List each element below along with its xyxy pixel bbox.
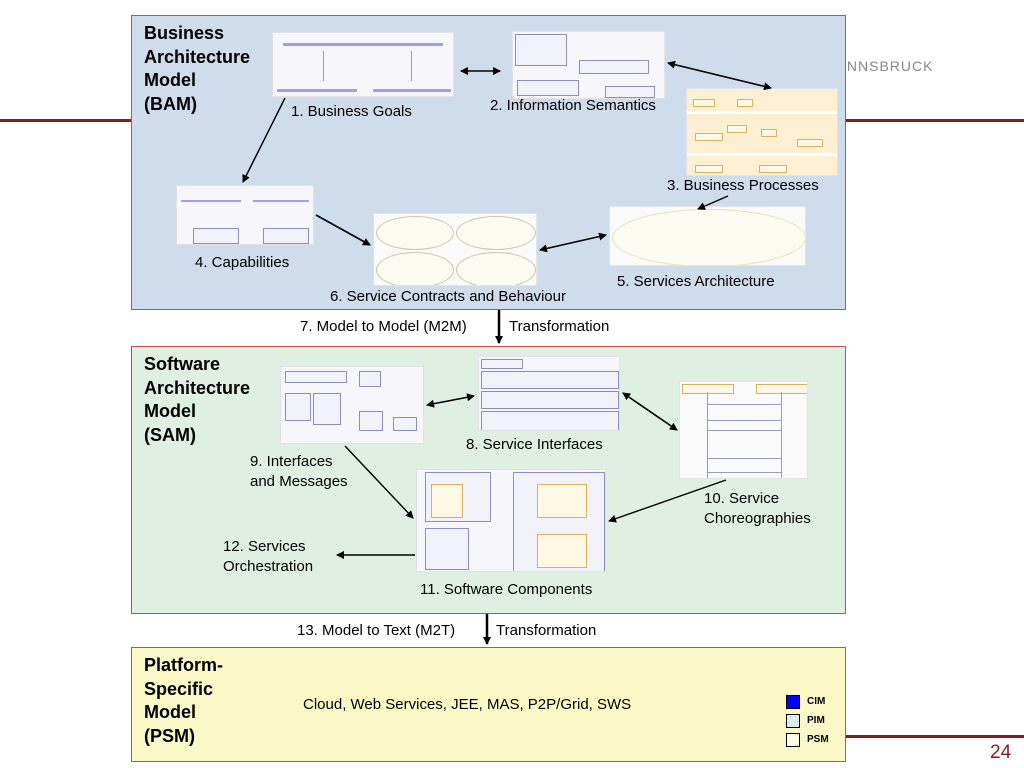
platform-list: Cloud, Web Services, JEE, MAS, P2P/Grid,…: [303, 696, 632, 713]
connector: [323, 51, 324, 81]
service-choreographies-diagram: [679, 381, 808, 479]
label-service-contracts: 6. Service Contracts and Behaviour: [330, 288, 566, 305]
m2m-transformation-label: Transformation: [509, 318, 610, 335]
service-contracts-diagram: [373, 213, 537, 286]
lifeline-head: [756, 384, 807, 394]
activity: [797, 139, 823, 147]
business-goals-diagram: [272, 32, 454, 97]
services-architecture-diagram: [609, 206, 806, 266]
goal-text: [277, 89, 357, 92]
lifeline: [781, 392, 782, 478]
lifeline: [707, 392, 708, 478]
m2t-label: 13. Model to Text (M2T): [297, 622, 456, 639]
class-box: [313, 393, 341, 425]
message: [707, 404, 781, 405]
activity: [727, 125, 747, 133]
goal-text: [373, 89, 451, 92]
class-box: [359, 411, 383, 431]
lifeline-head: [682, 384, 734, 394]
component-port: [431, 484, 463, 518]
interface-box: [481, 411, 619, 430]
lane-divider: [687, 111, 837, 114]
label-service-interfaces: 8. Service Interfaces: [466, 436, 603, 453]
contract-ellipse: [376, 216, 454, 250]
connector: [411, 51, 412, 81]
contract-ellipse: [456, 252, 536, 285]
component-port: [537, 534, 587, 568]
legend-label: PSM: [807, 734, 829, 745]
goal-text: [283, 43, 443, 46]
bam-title: Business Architecture Model (BAM): [144, 23, 251, 114]
software-components-diagram: [416, 469, 606, 572]
psm-title: Platform- Specific Model (PSM): [144, 655, 224, 746]
m2m-label: 7. Model to Model (M2M): [300, 318, 467, 335]
legend-label: PIM: [807, 715, 825, 726]
label-services-orchestration: 12. Services Orchestration: [223, 538, 314, 575]
activity: [759, 165, 787, 173]
footer-rule: [846, 735, 1024, 738]
legend-swatch-pim: [786, 713, 800, 728]
business-processes-diagram: [686, 88, 838, 176]
psm-panel: Platform- Specific Model (PSM): [131, 647, 846, 762]
label-service-choreographies: 10. Service Choreographies: [704, 490, 811, 527]
interfaces-messages-diagram: [280, 366, 424, 444]
legend-item-cim: CIM: [786, 692, 829, 711]
capability-box: [263, 228, 309, 244]
label-information-semantics: 2. Information Semantics: [490, 97, 656, 114]
class-box: [359, 371, 381, 387]
interface-box: [481, 359, 523, 369]
message: [707, 420, 781, 421]
capabilities-diagram: [176, 185, 314, 245]
legend-label: CIM: [807, 696, 826, 707]
goal-text: [181, 200, 241, 202]
activity: [693, 99, 715, 107]
legend: CIM PIM PSM: [786, 692, 829, 749]
service-interfaces-diagram: [478, 356, 620, 431]
legend-swatch-cim: [786, 694, 800, 709]
component-port: [537, 484, 587, 518]
contract-ellipse: [456, 216, 536, 250]
legend-item-pim: PIM: [786, 711, 829, 730]
interface-box: [481, 391, 619, 409]
activity: [695, 133, 723, 141]
class-box: [517, 80, 579, 96]
university-logo-text: INNSBRUCK: [842, 58, 934, 74]
component-box: [425, 528, 469, 570]
message: [707, 430, 781, 431]
information-semantics-diagram: [512, 31, 665, 99]
label-services-architecture: 5. Services Architecture: [617, 273, 775, 290]
goal-text: [253, 200, 309, 202]
activity: [761, 129, 777, 137]
message: [707, 458, 781, 459]
label-capabilities: 4. Capabilities: [195, 254, 290, 271]
class-box: [393, 417, 417, 431]
label-business-processes: 3. Business Processes: [667, 177, 819, 194]
page-number: 24: [990, 742, 1012, 763]
lane-divider: [687, 153, 837, 156]
message: [707, 472, 781, 473]
class-box: [515, 34, 567, 66]
header-rule-left: [0, 119, 132, 122]
activity: [695, 165, 723, 173]
capability-box: [193, 228, 239, 244]
label-business-goals: 1. Business Goals: [291, 103, 412, 120]
m2t-transformation-label: Transformation: [496, 622, 597, 639]
architecture-ellipse: [612, 209, 805, 265]
label-software-components: 11. Software Components: [420, 581, 593, 598]
contract-ellipse: [376, 252, 454, 285]
legend-swatch-psm: [786, 732, 800, 747]
activity: [737, 99, 753, 107]
legend-item-psm: PSM: [786, 730, 829, 749]
header-rule-right: [846, 119, 1024, 122]
class-box: [579, 60, 649, 74]
interface-box: [481, 371, 619, 389]
class-box: [285, 393, 311, 421]
class-box: [605, 86, 655, 98]
sam-title: Software Architecture Model (SAM): [144, 354, 251, 445]
label-interfaces-messages: 9. Interfaces and Messages: [250, 453, 348, 490]
class-box: [285, 371, 347, 383]
